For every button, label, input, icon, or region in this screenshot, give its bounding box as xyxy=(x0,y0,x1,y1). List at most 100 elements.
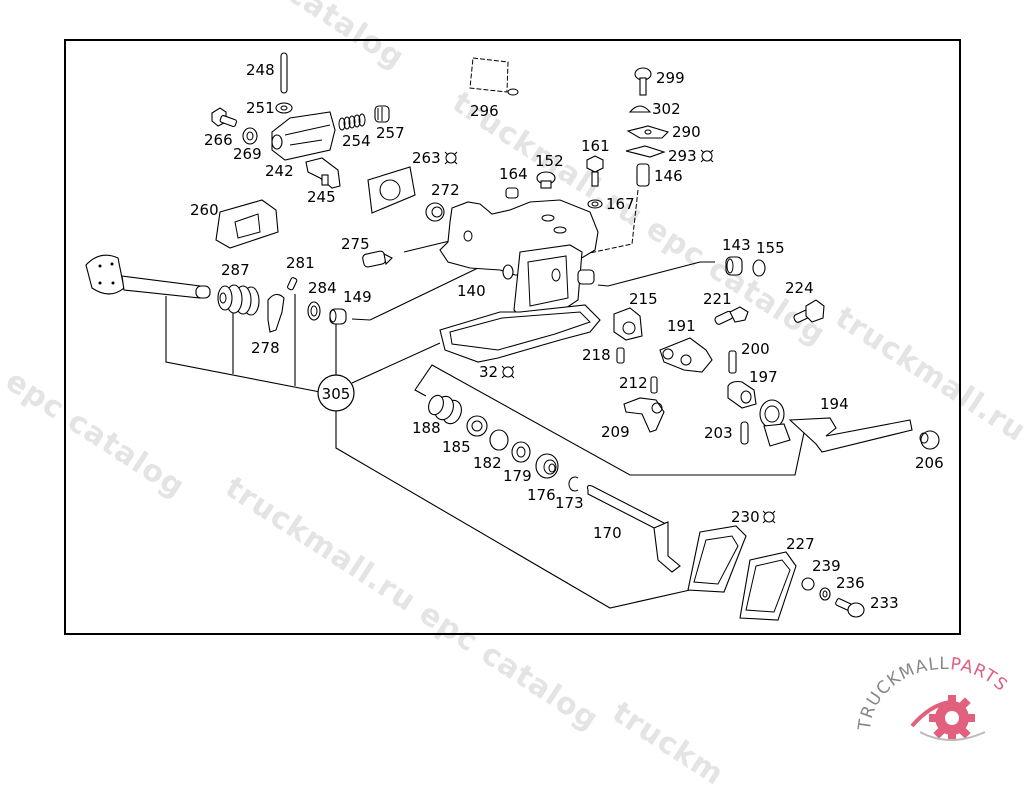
part-label[interactable]: 281 xyxy=(286,254,315,272)
part-label[interactable]: 149 xyxy=(343,288,372,306)
part-254-spring[interactable] xyxy=(338,113,366,131)
part-278-lever[interactable] xyxy=(267,293,285,333)
part-label[interactable]: 299 xyxy=(656,69,685,87)
part-label[interactable]: 254 xyxy=(342,132,371,150)
part-296-cover-sheet[interactable] xyxy=(469,57,519,96)
part-197-bushing[interactable] xyxy=(727,380,757,409)
part-188-boot[interactable] xyxy=(426,393,465,426)
part-248-pin[interactable] xyxy=(280,52,288,94)
part-label[interactable]: 32 xyxy=(479,363,498,381)
part-label[interactable]: 194 xyxy=(820,395,849,413)
part-label[interactable]: 257 xyxy=(376,124,405,142)
part-230-gasket[interactable] xyxy=(687,525,747,593)
part-164-nut[interactable] xyxy=(505,187,519,199)
part-label[interactable]: 206 xyxy=(915,454,944,472)
part-label[interactable]: 245 xyxy=(307,188,336,206)
part-218-pin[interactable] xyxy=(616,347,625,364)
part-215-bracket[interactable] xyxy=(613,307,643,341)
part-label[interactable]: 221 xyxy=(703,290,732,308)
part-206-nut[interactable] xyxy=(919,430,940,450)
part-224-plug[interactable] xyxy=(793,299,825,323)
part-label[interactable]: 233 xyxy=(870,594,899,612)
part-label[interactable]: 266 xyxy=(204,131,233,149)
part-287-boot[interactable] xyxy=(217,284,260,316)
part-146-sleeve[interactable] xyxy=(636,163,650,187)
part-label[interactable]: 200 xyxy=(741,340,770,358)
part-263-gasket[interactable] xyxy=(367,166,416,214)
part-257-plug[interactable] xyxy=(374,105,390,123)
part-label[interactable]: 164 xyxy=(499,165,528,183)
part-275-sensor[interactable] xyxy=(362,250,393,268)
part-label[interactable]: 275 xyxy=(341,235,370,253)
part-label[interactable]: 203 xyxy=(704,424,733,442)
part-label[interactable]: 146 xyxy=(654,167,683,185)
part-label[interactable]: 143 xyxy=(722,236,751,254)
part-239-lock-washer[interactable] xyxy=(801,577,815,591)
part-label[interactable]: 185 xyxy=(442,438,471,456)
part-233-bolt[interactable] xyxy=(835,598,865,618)
part-242-housing[interactable] xyxy=(271,111,336,161)
part-label[interactable]: 260 xyxy=(190,201,219,219)
truckmall-parts-logo[interactable]: TRUCKMALLPARTS xyxy=(850,650,1024,750)
part-label[interactable]: 197 xyxy=(749,368,778,386)
part-label[interactable]: 287 xyxy=(221,261,250,279)
part-182-o-ring[interactable] xyxy=(489,429,509,451)
part-155-ring[interactable] xyxy=(752,259,766,277)
part-209-lever[interactable] xyxy=(623,397,665,433)
part-label[interactable]: 176 xyxy=(527,486,556,504)
part-label[interactable]: 239 xyxy=(812,557,841,575)
part-167-ring[interactable] xyxy=(587,199,603,209)
part-label[interactable]: 272 xyxy=(431,181,460,199)
part-203-pin[interactable] xyxy=(740,421,749,445)
part-label[interactable]: 212 xyxy=(619,374,648,392)
part-label[interactable]: 173 xyxy=(555,494,584,512)
part-212-pin[interactable] xyxy=(650,376,658,394)
part-label[interactable]: 215 xyxy=(629,290,658,308)
part-label[interactable]: 170 xyxy=(593,524,622,542)
part-label[interactable]: 290 xyxy=(672,123,701,141)
part-label[interactable]: 296 xyxy=(470,102,499,120)
part-221-fitting[interactable] xyxy=(714,306,749,325)
part-245-lever[interactable] xyxy=(305,157,341,189)
part-149-bushing[interactable] xyxy=(329,308,347,325)
part-302-washer[interactable] xyxy=(628,105,652,113)
part-161-bolt[interactable] xyxy=(586,155,604,187)
part-284-ring[interactable] xyxy=(307,301,321,321)
part-label[interactable]: 140 xyxy=(457,282,486,300)
part-266-bolt[interactable] xyxy=(211,107,238,128)
part-label[interactable]: 152 xyxy=(535,152,564,170)
part-251-washer[interactable] xyxy=(275,102,293,114)
part-label[interactable]: 248 xyxy=(246,61,275,79)
part-170-shift-rod[interactable] xyxy=(586,484,681,573)
part-label[interactable]: 161 xyxy=(581,137,610,155)
part-shift-shaft[interactable] xyxy=(85,254,211,299)
part-label[interactable]: 224 xyxy=(785,279,814,297)
part-272-bearing[interactable] xyxy=(425,202,445,222)
part-269-ring[interactable] xyxy=(242,127,258,145)
part-label[interactable]: 269 xyxy=(233,145,262,163)
part-194-shift-arm[interactable] xyxy=(759,399,913,453)
part-281-pin[interactable] xyxy=(287,277,298,291)
part-293-gasket[interactable] xyxy=(625,145,666,158)
part-185-seal[interactable] xyxy=(466,415,488,437)
part-299-bolt[interactable] xyxy=(634,67,652,96)
part-label[interactable]: 218 xyxy=(582,346,611,364)
part-label[interactable]: 155 xyxy=(756,239,785,257)
part-140-housing-body[interactable] xyxy=(439,199,599,319)
hub-callout-305[interactable]: 305 xyxy=(317,374,355,412)
part-32-gasket[interactable] xyxy=(439,304,601,363)
part-label[interactable]: 293 xyxy=(668,147,697,165)
part-143-bushing[interactable] xyxy=(725,256,743,276)
part-label[interactable]: 236 xyxy=(836,574,865,592)
part-label[interactable]: 191 xyxy=(667,317,696,335)
part-label[interactable]: 227 xyxy=(786,535,815,553)
part-176-bushing[interactable] xyxy=(535,453,559,479)
part-label[interactable]: 167 xyxy=(606,195,635,213)
part-label[interactable]: 263 xyxy=(412,149,441,167)
part-label[interactable]: 284 xyxy=(308,279,337,297)
part-label[interactable]: 242 xyxy=(265,162,294,180)
part-label[interactable]: 302 xyxy=(652,100,681,118)
part-label[interactable]: 182 xyxy=(473,454,502,472)
part-label[interactable]: 230 xyxy=(731,508,760,526)
part-label[interactable]: 209 xyxy=(601,423,630,441)
